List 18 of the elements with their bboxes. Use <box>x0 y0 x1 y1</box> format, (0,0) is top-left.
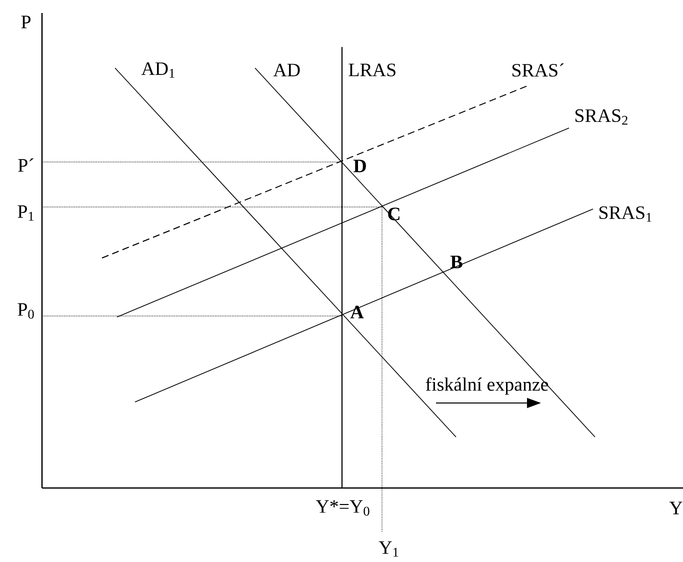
curve-label: LRAS <box>348 64 396 76</box>
axis-label: Y <box>669 502 682 514</box>
point-label: B <box>450 256 462 268</box>
curve-label: SRAS´ <box>512 63 564 77</box>
curve-label: SRAS$_{2}$ <box>575 109 628 125</box>
annotation-text: fiskální expanze <box>426 377 548 395</box>
point-label: A <box>350 306 364 318</box>
price-label: P$_{0}$ <box>18 303 34 319</box>
price-label: P$_{1}$ <box>18 205 34 221</box>
curve-label: SRAS$_{1}$ <box>599 206 652 222</box>
point-label: D <box>354 160 366 172</box>
axis-label: P <box>21 16 30 28</box>
output-label: Y*=Y$_{0}$ <box>316 500 370 516</box>
curve-label: AD <box>273 64 300 76</box>
curve-label: AD$_{1}$ <box>141 62 174 78</box>
price-label: P´ <box>18 158 34 172</box>
point-label: C <box>388 208 400 220</box>
output-label: Y$_{1}$ <box>378 541 398 557</box>
